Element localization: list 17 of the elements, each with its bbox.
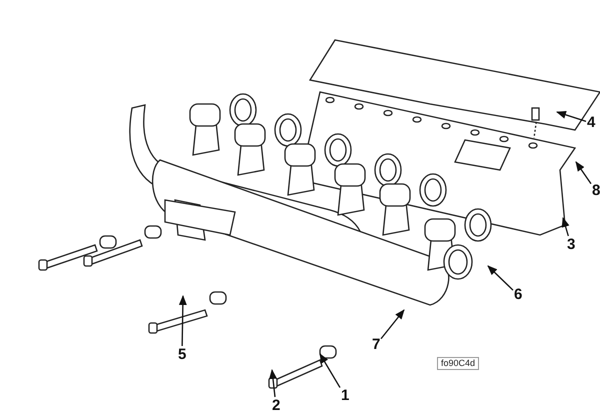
leader-arrow (556, 110, 586, 122)
leader-arrow (319, 353, 341, 388)
leader-arrow (487, 265, 514, 291)
leader-arrow (380, 309, 405, 340)
leader-arrow (269, 369, 277, 398)
callout-number: 2 (272, 398, 280, 413)
callout-number: 6 (514, 287, 522, 303)
leader-arrow (178, 295, 187, 346)
leader-arrow (575, 161, 592, 184)
leader-arrow (562, 217, 570, 236)
callout-number: 7 (372, 337, 380, 353)
callout-number: 3 (567, 237, 576, 253)
callout-number: 5 (178, 347, 186, 363)
callout-number: 8 (592, 183, 600, 199)
callout-number: 1 (341, 388, 350, 404)
callout-number: 4 (587, 115, 596, 131)
drawing-number: fo90C4d (437, 357, 480, 370)
